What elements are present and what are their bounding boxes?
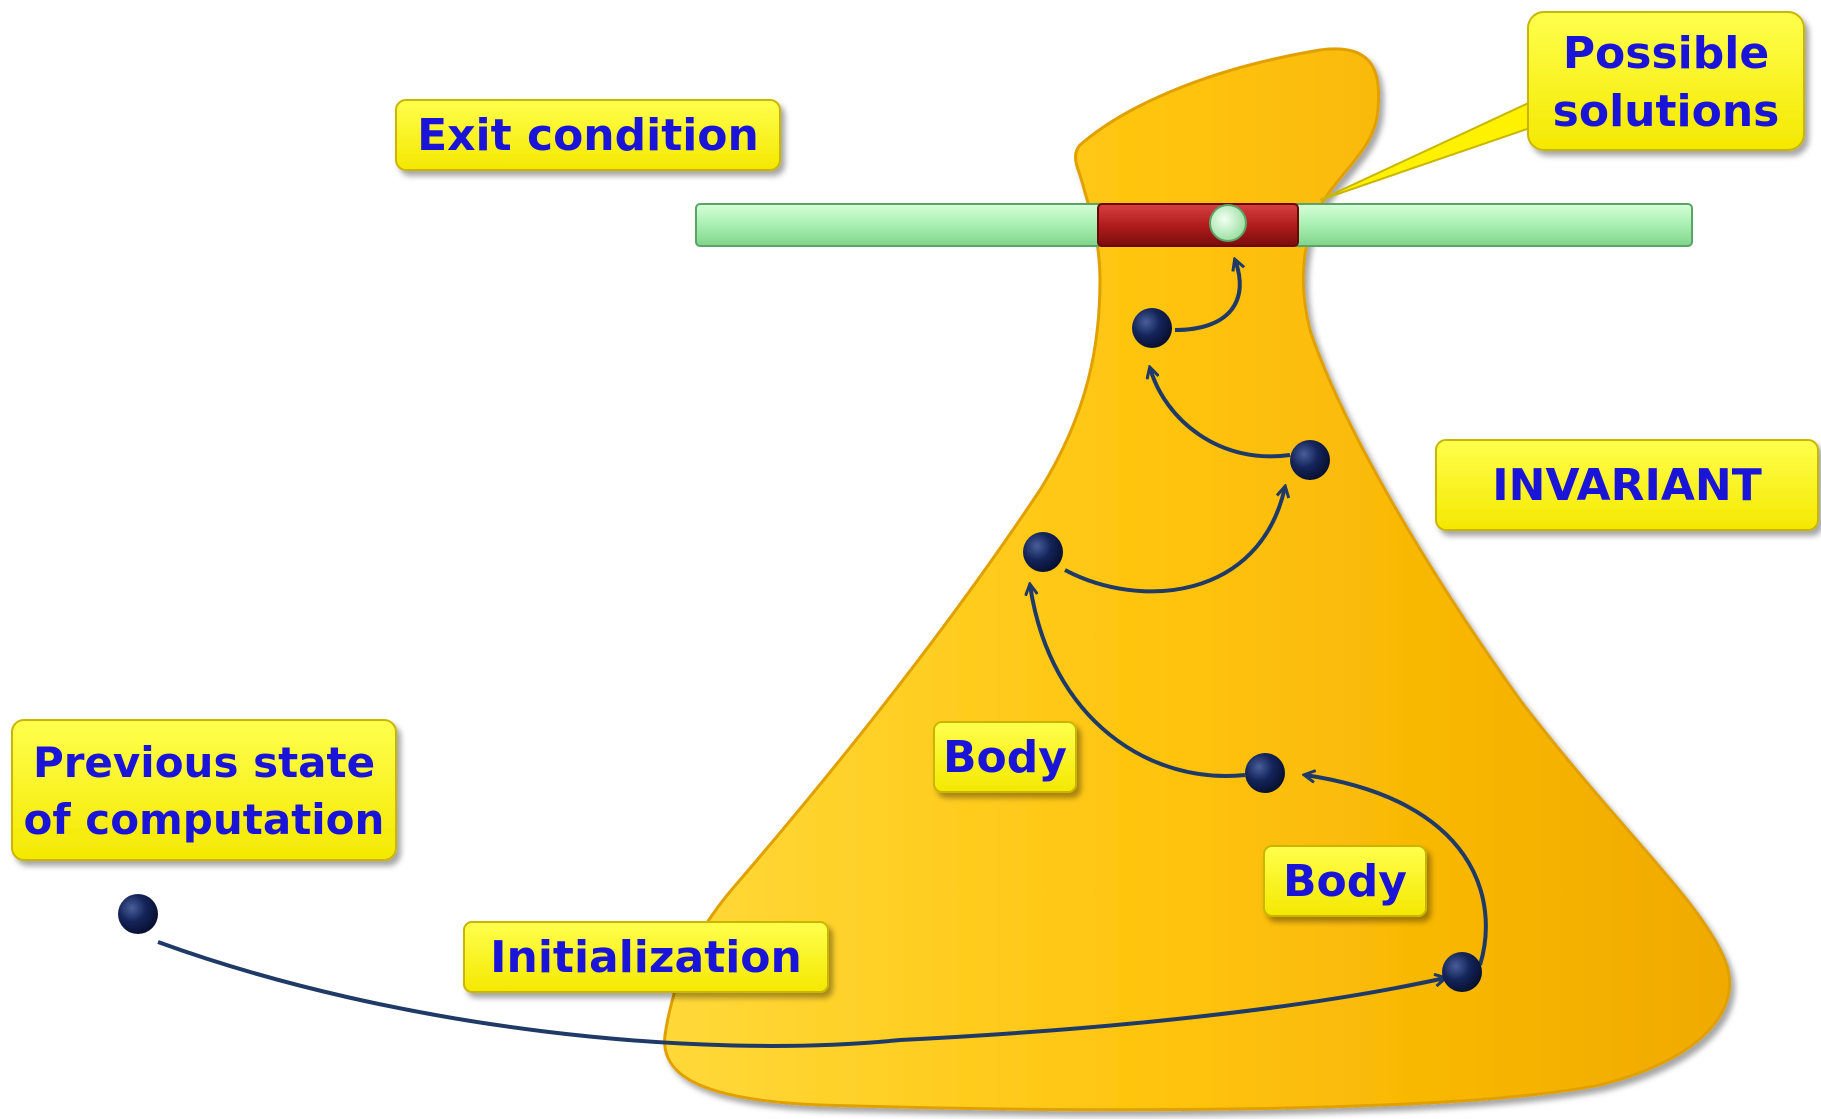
state-point-5	[1132, 308, 1172, 348]
body-label-upper: Body	[934, 722, 1076, 792]
body-lower-text: Body	[1283, 856, 1407, 907]
possible-solutions-region	[1098, 204, 1298, 246]
possible-solutions-text-line1: Possible	[1563, 28, 1769, 79]
solution-point	[1210, 205, 1246, 241]
initialization-label: Initialization	[464, 922, 828, 992]
invariant-label: INVARIANT	[1436, 440, 1818, 530]
state-point-previous	[118, 894, 158, 934]
previous-state-label: Previous state of computation	[12, 720, 396, 860]
possible-solutions-label: Possible solutions	[1528, 12, 1804, 150]
invariant-text: INVARIANT	[1492, 460, 1761, 511]
state-point-1	[1442, 952, 1482, 992]
state-point-2	[1245, 753, 1285, 793]
state-point-3	[1023, 532, 1063, 572]
body-upper-text: Body	[943, 732, 1067, 783]
previous-state-text-line2: of computation	[24, 795, 385, 844]
state-point-4	[1290, 440, 1330, 480]
initialization-text: Initialization	[490, 932, 802, 983]
exit-condition-text: Exit condition	[417, 110, 759, 161]
body-label-lower: Body	[1264, 846, 1426, 916]
exit-condition-label: Exit condition	[396, 100, 780, 170]
previous-state-text-line1: Previous state	[33, 738, 375, 787]
possible-solutions-text-line2: solutions	[1553, 86, 1780, 137]
